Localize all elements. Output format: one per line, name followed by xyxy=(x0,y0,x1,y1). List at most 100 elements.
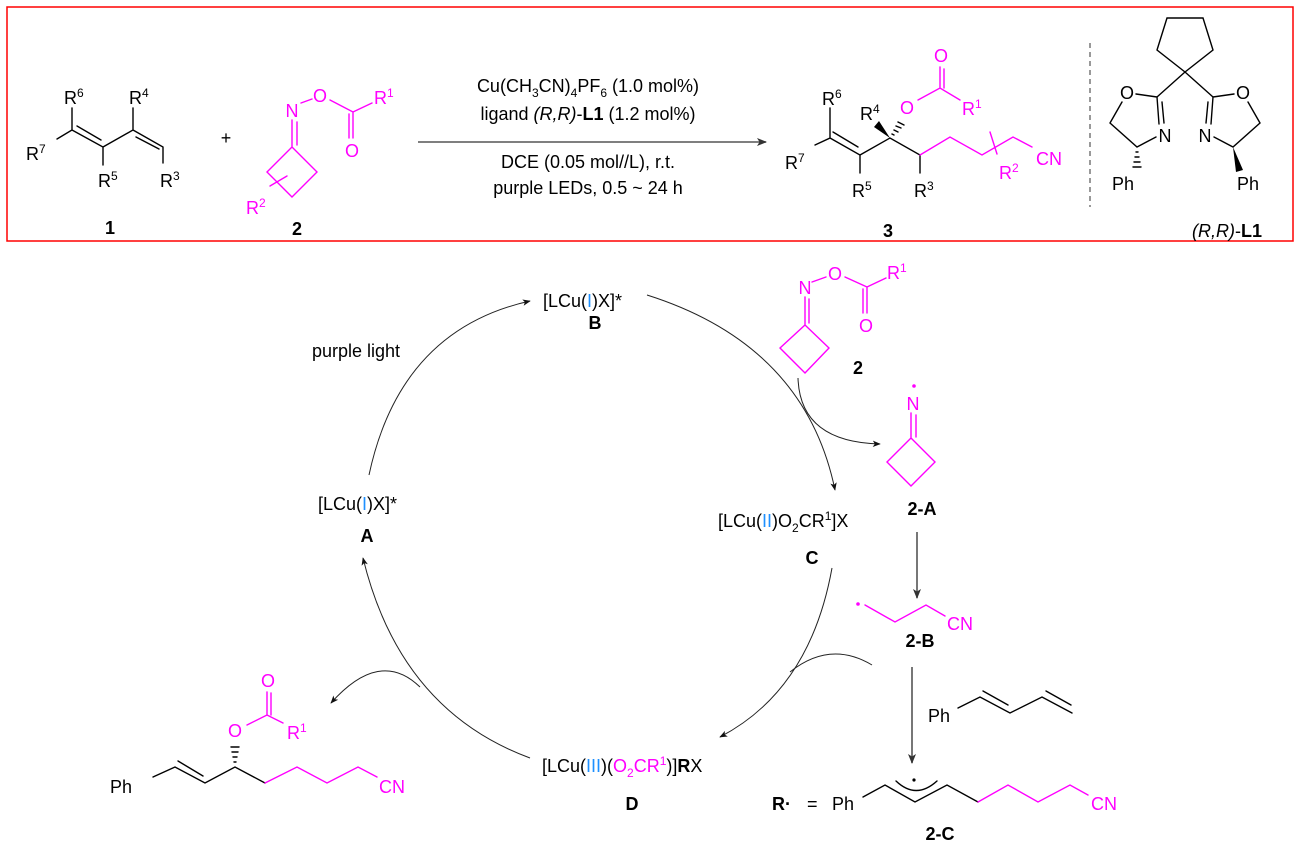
bond-line xyxy=(957,690,1073,714)
chem-label: D xyxy=(626,794,639,814)
chem-label: N xyxy=(799,278,812,298)
bond-line xyxy=(856,602,860,606)
chem-label: L1 xyxy=(1241,221,1262,241)
radical-2c: R· = Ph CN 2-C xyxy=(772,778,1117,844)
chem-label: R xyxy=(374,88,387,108)
species-c: [LCu(II)O2CR1]X C xyxy=(718,509,848,568)
chem-label: = xyxy=(807,794,818,814)
chem-label: 3 xyxy=(173,169,180,183)
chem-label: [LCu( xyxy=(318,494,362,514)
chem-label: )X]* xyxy=(592,291,622,311)
bond-line xyxy=(1132,151,1142,168)
chem-label: O xyxy=(313,86,327,106)
arrow-a-to-b xyxy=(368,299,531,476)
bond-line xyxy=(891,121,905,136)
chem-label: O xyxy=(345,141,359,161)
species-d: [LCu(III)(O2CR1)]RX D xyxy=(542,754,702,814)
chem-label: R1 xyxy=(374,86,394,108)
chem-label: A xyxy=(361,526,374,546)
bond-line xyxy=(1233,147,1243,172)
chem-label: 7 xyxy=(798,151,805,165)
chem-label: R xyxy=(860,104,873,124)
chem-label: 2-C xyxy=(925,824,954,844)
chem-label: Ph xyxy=(1112,174,1134,194)
chem-label: R xyxy=(64,88,77,108)
chem-label: 5 xyxy=(111,169,118,183)
chem-label: N xyxy=(1199,126,1212,146)
chem-label: R xyxy=(98,171,111,191)
chem-label: CN xyxy=(379,777,405,797)
chem-label: R7 xyxy=(785,151,805,173)
chem-label: CN xyxy=(947,614,973,634)
chem-label: R· xyxy=(772,794,791,814)
compound-2: N O O R1 R2 2 xyxy=(246,86,394,239)
chem-label: CN xyxy=(1036,149,1062,169)
chem-label: I xyxy=(587,291,592,311)
chem-label: [LCu(I)X]* xyxy=(318,494,397,514)
chem-label: R4 xyxy=(860,102,880,124)
chem-label: ]X xyxy=(831,511,848,531)
chem-label: R xyxy=(852,181,865,201)
chem-label: Ph xyxy=(110,777,132,797)
bond-line xyxy=(886,412,936,487)
chem-label: CN) xyxy=(539,76,571,96)
chem-label: 1 xyxy=(300,721,307,735)
chem-label: R1 xyxy=(887,261,907,283)
bond-line xyxy=(874,121,890,138)
chem-label: R xyxy=(962,99,975,119)
chem-label: R xyxy=(999,163,1012,183)
arrow-product-release xyxy=(330,670,421,704)
chem-label: 2 xyxy=(259,196,266,210)
chem-label: ligand (R,R)-L1 (1.2 mol%) xyxy=(480,104,695,124)
chem-label: O xyxy=(934,46,948,66)
chem-label: CR xyxy=(799,511,825,531)
bond-line xyxy=(778,276,887,375)
chem-label: 3 xyxy=(927,179,934,193)
chem-label: L1 xyxy=(583,104,604,124)
bond-line xyxy=(917,66,1033,156)
chem-label: R2 xyxy=(246,196,266,218)
species-a: [LCu(I)X]* A xyxy=(318,494,397,546)
chem-label: 3 xyxy=(532,86,539,100)
arrow-b-to-c xyxy=(646,294,837,491)
chem-label: 1 xyxy=(387,86,394,100)
chem-label: 1 xyxy=(900,261,907,275)
chem-label: R xyxy=(287,723,300,743)
bond-line xyxy=(1205,93,1261,148)
chem-label: Cu(CH3CN)4PF6 (1.0 mol%) xyxy=(477,76,699,100)
chem-label: [LCu( xyxy=(542,756,586,776)
reaction-frame xyxy=(6,6,1294,242)
chem-label: R6 xyxy=(64,86,84,108)
bond-line xyxy=(814,107,921,174)
bond-line xyxy=(912,778,916,782)
chem-label: ligand xyxy=(480,104,533,124)
chem-label: X xyxy=(690,756,702,776)
chem-label: 2-B xyxy=(905,631,934,651)
bond-line xyxy=(56,107,164,166)
chem-label: 2 xyxy=(792,521,799,535)
chem-label: (R,R) xyxy=(534,104,577,124)
chem-label: R xyxy=(887,263,900,283)
bond-line xyxy=(266,98,373,198)
purple-light-label: purple light xyxy=(312,341,400,361)
chem-label: )( xyxy=(601,756,613,776)
chem-label: R6 xyxy=(822,87,842,109)
catalytic-cycle-arrows xyxy=(330,294,921,764)
chem-label: R1 xyxy=(287,721,307,743)
bond-line xyxy=(862,784,979,803)
chem-label: (R,R) xyxy=(1192,221,1235,241)
bond-line xyxy=(912,384,916,388)
chem-label: R3 xyxy=(160,169,180,191)
chem-label: 4 xyxy=(873,102,880,116)
chem-label: R xyxy=(246,198,259,218)
chem-label: )O xyxy=(772,511,792,531)
bond-line xyxy=(76,125,160,150)
chem-label: 1 xyxy=(660,754,667,768)
compound-2-label: 2 xyxy=(292,219,302,239)
bond-line xyxy=(1109,93,1165,148)
reaction-conditions: Cu(CH3CN)4PF6 (1.0 mol%) ligand (R,R)-L1… xyxy=(418,76,767,198)
chem-label: [LCu( xyxy=(543,291,587,311)
chem-label: [LCu(I)X]* xyxy=(543,291,622,311)
chem-label: N xyxy=(907,394,920,414)
